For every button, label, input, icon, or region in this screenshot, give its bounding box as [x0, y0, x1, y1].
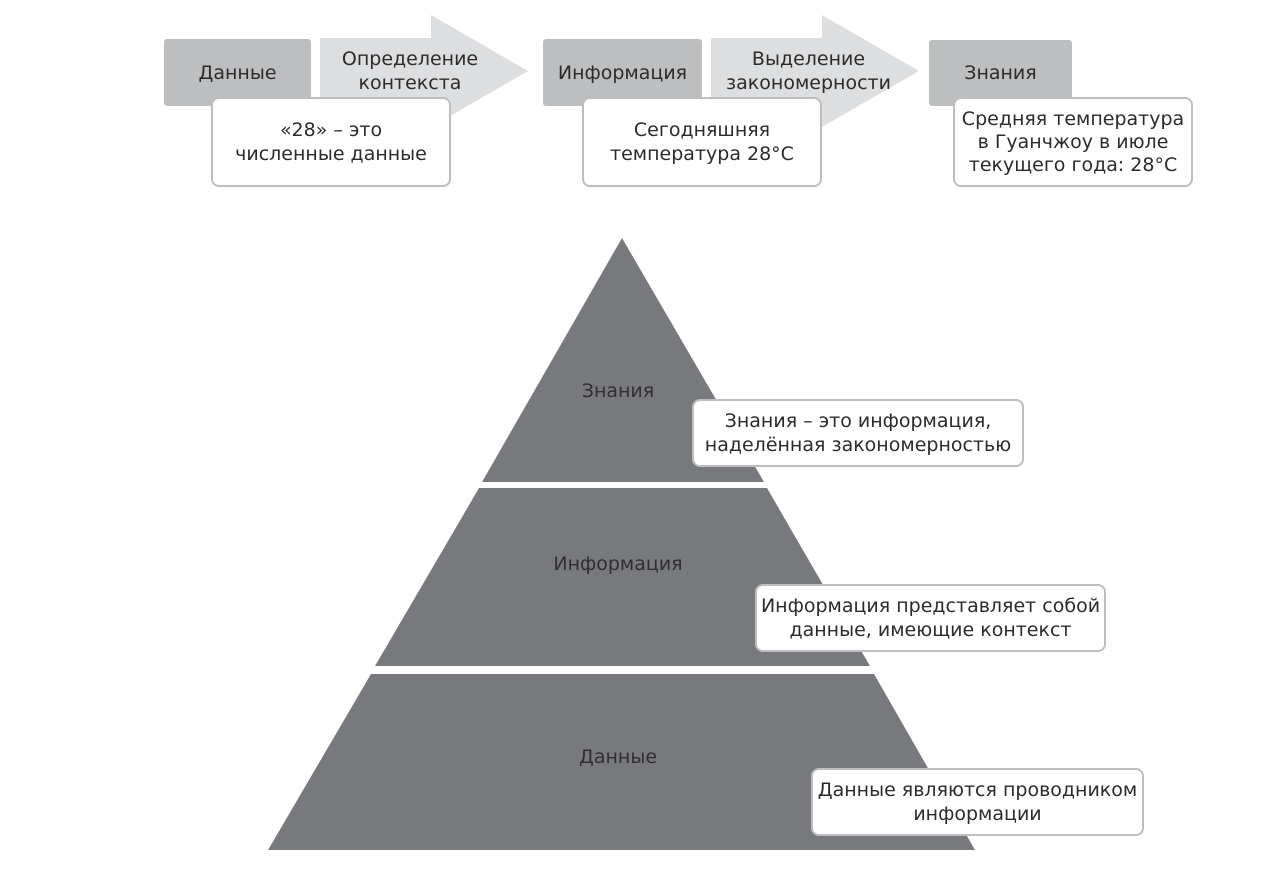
- example-callout-knowledge: Средняя температура в Гуанчжоу в июле те…: [953, 97, 1193, 187]
- stage-label-information: Информация: [557, 61, 688, 84]
- description-callout-data: Данные являются проводником информации: [811, 768, 1144, 836]
- pyramid-tier-information: [375, 488, 870, 666]
- arrow-label-pattern: Выделение закономерности: [726, 48, 891, 94]
- pyramid-label-information: Информация: [553, 553, 683, 575]
- example-callout-information: Сегодняшняя температура 28°C: [582, 97, 822, 187]
- stage-label-data: Данные: [198, 61, 277, 84]
- example-callout-data: «28» – это численные данные: [211, 97, 451, 187]
- pyramid-tier-data: [268, 674, 975, 850]
- description-callout-information: Информация представляет собой данные, им…: [755, 584, 1106, 652]
- pyramid-label-data: Данные: [578, 746, 658, 768]
- stage-box-information: Информация: [543, 39, 702, 106]
- stage-box-knowledge: Знания: [929, 40, 1072, 106]
- stage-box-data: Данные: [164, 39, 311, 106]
- pyramid-label-knowledge: Знания: [581, 380, 655, 402]
- description-callout-knowledge: Знания – это информация, наделённая зако…: [692, 399, 1024, 467]
- stage-label-knowledge: Знания: [964, 62, 1037, 84]
- arrow-label-context: Определение контекста: [341, 48, 479, 94]
